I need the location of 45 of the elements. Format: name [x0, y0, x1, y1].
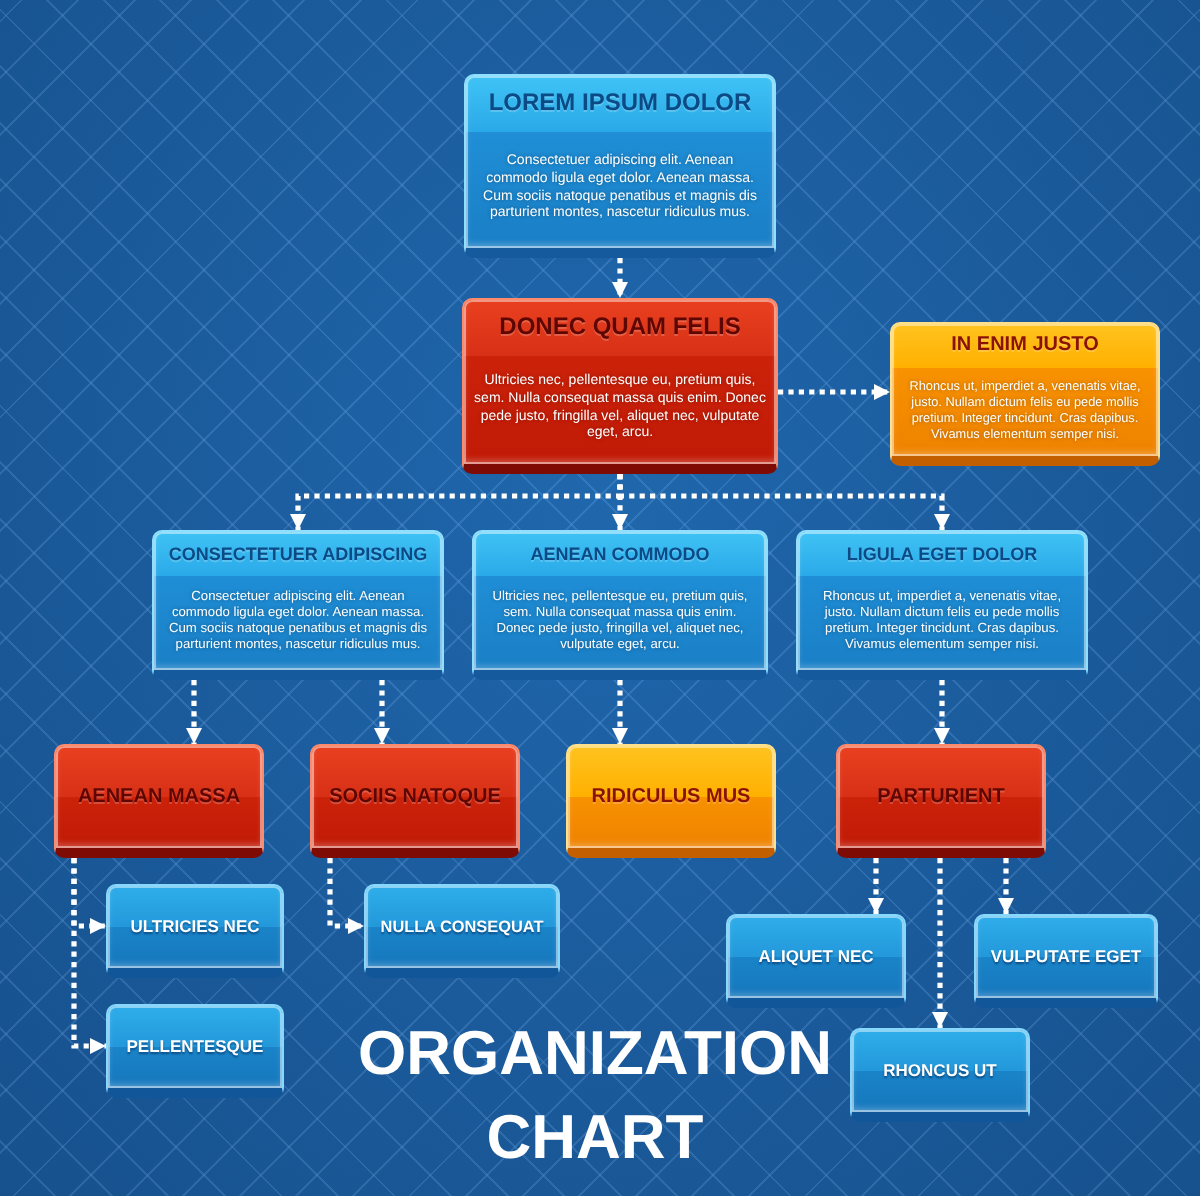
org-chart-card [462, 298, 778, 474]
position-title: VULPUTATE EGET [990, 947, 1142, 967]
position-title: AENEAN MASSA [77, 785, 241, 809]
position-title: RIDICULUS MUS [591, 785, 751, 809]
org-chart-card [890, 322, 1160, 466]
position-title: PELLENTESQUE [126, 1037, 264, 1057]
position-title: AENEAN COMMODO [530, 543, 710, 565]
position-title: DONEC QUAM FELIS [499, 314, 741, 342]
org-chart-card [106, 884, 284, 978]
org-chart-card [364, 884, 560, 978]
org-chart-card [152, 530, 444, 680]
org-chart-card [974, 914, 1158, 1008]
position-title: SOCIIS NATOQUE [329, 785, 501, 809]
org-chart-card [464, 74, 776, 258]
org-chart-card [54, 744, 264, 858]
connector-arrow [617, 474, 950, 530]
position-title: ALIQUET NEC [758, 947, 874, 967]
connector-arrow [71, 858, 106, 1054]
connector-arrow [327, 858, 364, 934]
connector-arrow [934, 680, 950, 744]
connector-arrow [374, 680, 390, 744]
connector-arrow [998, 858, 1014, 914]
org-chart-card [106, 1004, 284, 1098]
connector-arrow [186, 680, 202, 744]
org-chart-card [796, 530, 1088, 680]
position-title: NULLA CONSEQUAT [380, 917, 544, 937]
connector-arrow [868, 858, 884, 914]
org-chart-card [850, 1028, 1030, 1122]
org-chart-card [836, 744, 1046, 858]
org-chart-card [726, 914, 906, 1008]
org-chart-card [310, 744, 520, 858]
connector-arrow [778, 384, 890, 400]
position-title: PARTURIENT [877, 785, 1005, 809]
connector-arrow [612, 258, 628, 298]
position-title: RHONCUS UT [883, 1061, 997, 1081]
connector-arrow [612, 680, 628, 744]
position-title: LIGULA EGET DOLOR [846, 543, 1038, 565]
position-title: CONSECTETUER ADIPISCING [168, 543, 428, 565]
org-chart-card [472, 530, 768, 680]
org-chart-card [566, 744, 776, 858]
position-title: ULTRICIES NEC [130, 917, 260, 937]
connector-arrow [932, 858, 948, 1028]
chart-title: ORGANIZATION CHART [355, 1016, 835, 1176]
position-title: IN ENIM JUSTO [951, 334, 1099, 358]
position-title: LOREM IPSUM DOLOR [488, 90, 752, 118]
